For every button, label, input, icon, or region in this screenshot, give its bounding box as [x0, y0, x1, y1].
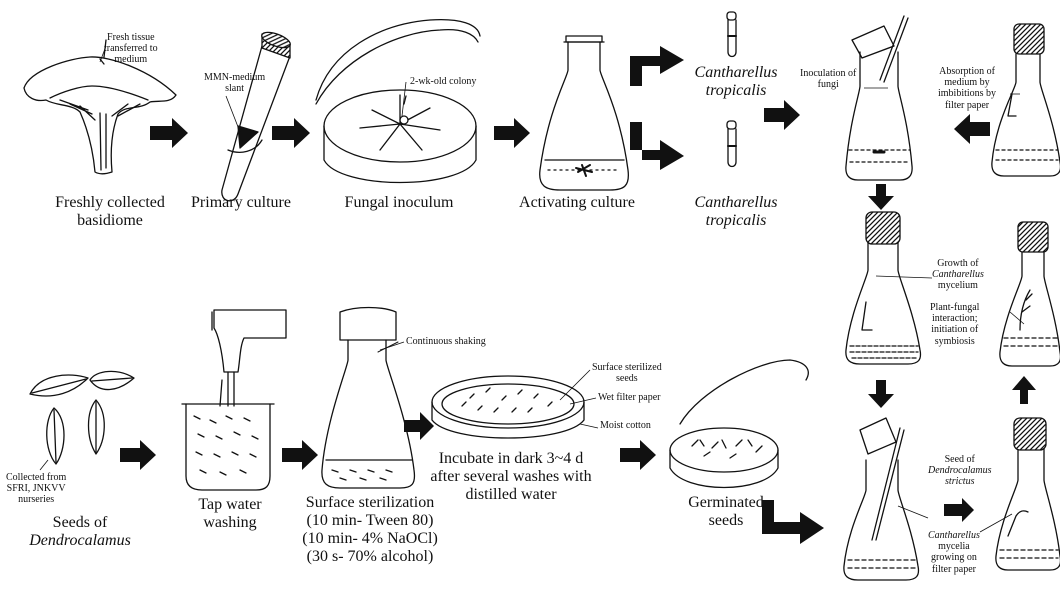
- label-wet-filter-paper: Wet filter paper: [598, 392, 661, 403]
- caption-line: Dendrocalamus: [20, 532, 140, 550]
- label-line: filter paper: [928, 564, 980, 575]
- tube-icon-bottom: [727, 121, 736, 167]
- label-line: seeds: [592, 373, 662, 384]
- flask-absorption-icon: [992, 24, 1060, 176]
- leaf-icon: [30, 371, 134, 464]
- flask-symbiosis-icon: [1000, 222, 1060, 366]
- label-line: Plant-fungal: [930, 302, 979, 313]
- label-line: nurseries: [6, 494, 66, 505]
- caption-line: Incubate in dark 3~4 d: [416, 450, 606, 468]
- caption-cantharellus-bottom: Cantharellus tropicalis: [686, 194, 786, 230]
- label-plant-fungal: Plant-fungal interaction; initiation of …: [930, 302, 979, 347]
- caption-seeds-of: Seeds of Dendrocalamus: [20, 514, 140, 550]
- label-mmn-slant: MMN-medium slant: [204, 72, 265, 94]
- caption-line: Cantharellus: [686, 194, 786, 212]
- incubation-dish-icon: [432, 376, 584, 438]
- label-mycelia-growing: Cantharellus mycelia growing on filter p…: [928, 530, 980, 575]
- label-line: Fresh tissue: [104, 32, 158, 43]
- flask-growth-icon: [846, 212, 921, 364]
- caption-line: tropicalis: [686, 212, 786, 230]
- flask-inoculation-icon: [846, 16, 912, 180]
- label-line: SFRI, JNKVV: [6, 483, 66, 494]
- caption-line: seeds: [676, 512, 776, 530]
- label-line: filter paper: [938, 100, 996, 111]
- label-line: mycelium: [932, 280, 984, 291]
- caption-freshly-collected: Freshly collected basidiome: [40, 194, 180, 230]
- label-line: Collected from: [6, 472, 66, 483]
- label-line: transferred to: [104, 43, 158, 54]
- caption-line: Cantharellus: [686, 64, 786, 82]
- label-absorption: Absorption of medium by imbibitions by f…: [938, 66, 996, 111]
- caption-germinated: Germinated seeds: [676, 494, 776, 530]
- label-inoculation: Inoculation of fungi: [800, 68, 856, 90]
- label-line: Absorption of: [938, 66, 996, 77]
- label-line: Cantharellus: [928, 530, 980, 541]
- label-seed-of: Seed of Dendrocalamus strictus: [928, 454, 992, 488]
- caption-line: washing: [180, 514, 280, 532]
- label-surface-sterilized-seeds: Surface sterilized seeds: [592, 362, 662, 384]
- label-line: medium: [104, 54, 158, 65]
- label-line: Surface sterilized: [592, 362, 662, 373]
- label-line: Cantharellus: [932, 269, 984, 280]
- tap-icon: [212, 310, 286, 406]
- label-line: growing on: [928, 552, 980, 563]
- caption-line: after several washes with: [416, 468, 606, 486]
- label-line: mycelia: [928, 541, 980, 552]
- label-growth: Growth of Cantharellus mycelium: [932, 258, 984, 292]
- label-line: interaction;: [930, 313, 979, 324]
- label-line: Inoculation of: [800, 68, 856, 79]
- flask-shaking-icon: [322, 308, 415, 489]
- label-line: fungi: [800, 79, 856, 90]
- caption-tap-water: Tap water washing: [180, 496, 280, 532]
- label-line: MMN-medium: [204, 72, 265, 83]
- label-line: Growth of: [932, 258, 984, 269]
- label-continuous-shaking: Continuous shaking: [406, 336, 486, 347]
- label-line: medium by: [938, 77, 996, 88]
- test-tube-icon: [222, 29, 292, 201]
- flask-mycelia-icon: [996, 418, 1060, 570]
- caption-surface-sterilization: Surface sterilization (10 min- Tween 80)…: [290, 494, 450, 566]
- caption-line: distilled water: [416, 486, 606, 504]
- caption-line: (30 s- 70% alcohol): [290, 548, 450, 566]
- caption-line: (10 min- Tween 80): [290, 512, 450, 530]
- caption-line: Germinated: [676, 494, 776, 512]
- label-colony: 2-wk-old colony: [410, 76, 476, 87]
- caption-activating-culture: Activating culture: [512, 194, 642, 212]
- caption-primary-culture: Primary culture: [184, 194, 298, 212]
- caption-line: Tap water: [180, 496, 280, 514]
- label-collected-from: Collected from SFRI, JNKVV nurseries: [6, 472, 66, 506]
- label-line: strictus: [928, 476, 992, 487]
- caption-fungal-inoculum: Fungal inoculum: [334, 194, 464, 212]
- caption-line: tropicalis: [686, 82, 786, 100]
- caption-line: Freshly collected: [40, 194, 180, 212]
- label-moist-cotton: Moist cotton: [600, 420, 651, 431]
- germination-dish-icon: [670, 360, 808, 488]
- label-line: Seed of: [928, 454, 992, 465]
- label-line: symbiosis: [930, 336, 979, 347]
- petri-dish-icon: [316, 20, 480, 183]
- label-line: Dendrocalamus: [928, 465, 992, 476]
- flask-icon: [540, 36, 629, 190]
- label-line: slant: [204, 83, 265, 94]
- flask-seed-icon: [844, 418, 919, 580]
- tube-icon-top: [727, 12, 736, 57]
- caption-line: Seeds of: [20, 514, 140, 532]
- caption-incubate: Incubate in dark 3~4 d after several was…: [416, 450, 606, 504]
- caption-cantharellus-top: Cantharellus tropicalis: [686, 64, 786, 100]
- label-fresh-tissue: Fresh tissue transferred to medium: [104, 32, 158, 66]
- caption-line: (10 min- 4% NaOCl): [290, 530, 450, 548]
- caption-line: basidiome: [40, 212, 180, 230]
- label-line: initiation of: [930, 324, 979, 335]
- beaker-icon: [182, 404, 274, 490]
- label-line: imbibitions by: [938, 88, 996, 99]
